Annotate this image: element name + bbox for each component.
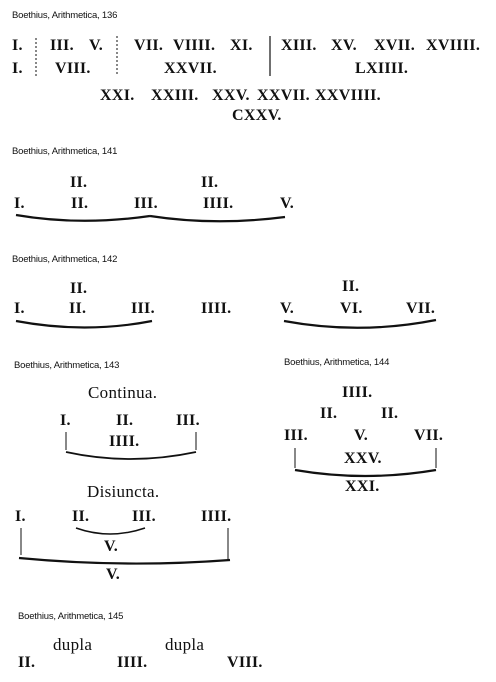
fig142-arc-right xyxy=(283,318,437,329)
fig142-lower-item: IIII. xyxy=(201,300,232,317)
fig136-row2-item: XXVII. xyxy=(164,60,217,77)
fig144-row2-item: II. xyxy=(320,405,338,422)
caption-141: Boethius, Arithmetica, 141 xyxy=(12,146,118,157)
fig142-lower-item: V. xyxy=(280,300,295,317)
fig136-row3-item: XXVIIII. xyxy=(315,87,381,104)
fig136-row1-item: XVIIII. xyxy=(426,37,481,54)
fig143-inner-sum: V. xyxy=(104,538,119,555)
caption-142: Boethius, Arithmetica, 142 xyxy=(12,254,118,265)
fig142-lower-item: VI. xyxy=(340,300,363,317)
caption-145: Boethius, Arithmetica, 145 xyxy=(18,611,124,622)
fig141-lower-item: I. xyxy=(14,195,25,212)
fig145-number: II. xyxy=(18,654,36,671)
fig143-bottom-item: II. xyxy=(72,508,90,525)
fig141-upper-item: II. xyxy=(201,174,219,191)
fig143-bottom-item: III. xyxy=(132,508,156,525)
fig136-row1-item: XV. xyxy=(331,37,357,54)
fig141-lower-item: II. xyxy=(71,195,89,212)
fig142-lower-item: III. xyxy=(131,300,155,317)
fig143-top-item: I. xyxy=(60,412,71,429)
fig142-upper-item: II. xyxy=(70,280,88,297)
fig144-row3-item: III. xyxy=(284,427,308,444)
fig144-row2-item: II. xyxy=(381,405,399,422)
fig143-outer-arc xyxy=(18,556,231,565)
fig143-bottom-item: IIII. xyxy=(201,508,232,525)
fig141-lower-item: III. xyxy=(134,195,158,212)
fig136-row3-item: XXV. xyxy=(212,87,250,104)
fig143-top-item: III. xyxy=(176,412,200,429)
fig136-row1-item: VII. xyxy=(134,37,164,54)
fig144-arc xyxy=(294,468,437,478)
fig136-row1-item: I. xyxy=(12,37,23,54)
fig141-lower-item: IIII. xyxy=(203,195,234,212)
fig141-arc-right xyxy=(149,214,286,223)
fig143-top-item: II. xyxy=(116,412,134,429)
fig145-word: dupla xyxy=(53,635,93,654)
caption-143: Boethius, Arithmetica, 143 xyxy=(14,360,120,371)
caption-144: Boethius, Arithmetica, 144 xyxy=(284,357,390,368)
fig145-word: dupla xyxy=(165,635,205,654)
fig143-continua-arc xyxy=(65,451,197,460)
fig143-top-sum: IIII. xyxy=(109,433,140,450)
fig145-number: VIII. xyxy=(227,654,263,671)
fig136-row1-item: XIII. xyxy=(281,37,317,54)
fig143-title-disiuncta: Disiuncta. xyxy=(87,482,160,501)
fig142-lower-item: I. xyxy=(14,300,25,317)
fig136-row1-item: III. xyxy=(50,37,74,54)
fig143-outer-sum: V. xyxy=(106,566,121,583)
fig144-row3-item: V. xyxy=(354,427,369,444)
fig141-lower-item: V. xyxy=(280,195,295,212)
fig136-row2-item: LXIIII. xyxy=(355,60,409,77)
fig136-row3-item: XXIII. xyxy=(151,87,199,104)
fig144-row4-item: XXV. xyxy=(344,450,382,467)
fig142-lower-item: II. xyxy=(69,300,87,317)
fig141-upper-item: II. xyxy=(70,174,88,191)
fig141-arc-left xyxy=(15,213,151,222)
fig136-row1-item: XI. xyxy=(230,37,253,54)
fig136-row2-item: I. xyxy=(12,60,23,77)
fig142-lower-item: VII. xyxy=(406,300,436,317)
fig136-row1-item: VIIII. xyxy=(173,37,216,54)
fig136-row3-item: XXI. xyxy=(100,87,135,104)
fig144-row3-item: VII. xyxy=(414,427,444,444)
fig142-arc-left xyxy=(15,319,153,329)
fig142-upper-item: II. xyxy=(342,278,360,295)
fig143-inner-arc xyxy=(75,527,146,535)
fig136-row1-item: XVII. xyxy=(374,37,416,54)
fig136-row4-item: CXXV. xyxy=(232,107,282,124)
caption-136: Boethius, Arithmetica, 136 xyxy=(12,10,118,21)
fig136-row1-item: V. xyxy=(89,37,104,54)
fig143-title-continua: Continua. xyxy=(88,383,158,402)
fig145-number: IIII. xyxy=(117,654,148,671)
fig136-row2-item: VIII. xyxy=(55,60,91,77)
fig144-row5-item: XXI. xyxy=(345,478,380,495)
fig136-row3-item: XXVII. xyxy=(257,87,310,104)
fig144-row1-item: IIII. xyxy=(342,384,373,401)
fig143-bottom-item: I. xyxy=(15,508,26,525)
